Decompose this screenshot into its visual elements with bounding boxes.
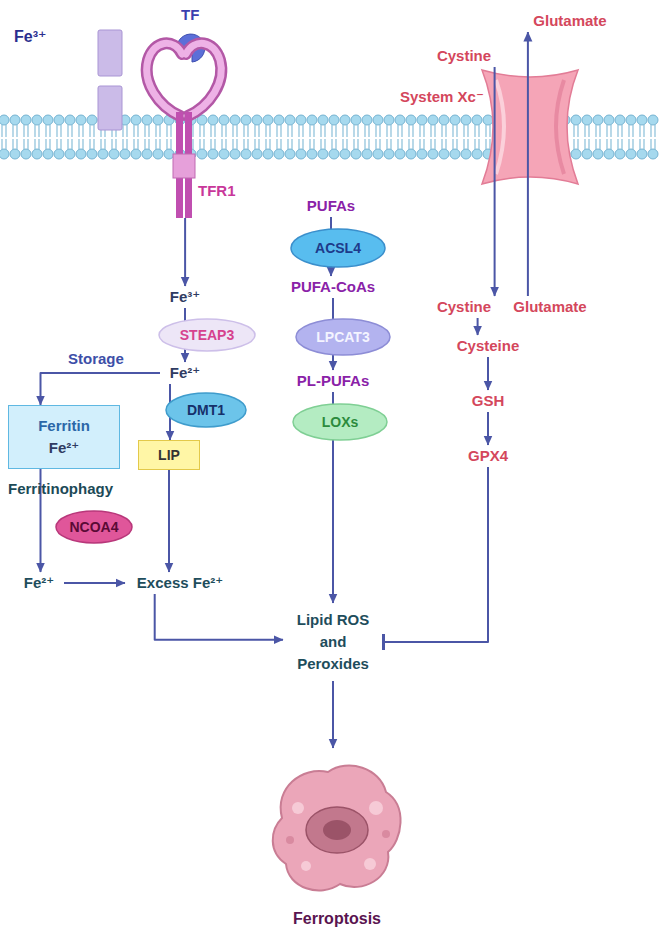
node-text: ACSL4 [315, 237, 361, 259]
iron-label: Fe²⁺ [14, 572, 64, 594]
enzyme-label: GPX4 [460, 445, 516, 467]
arrow-connector [332, 681, 334, 748]
amino-acid-label: Glutamate [524, 10, 616, 32]
arrow-connector [155, 594, 283, 640]
iron-label: Fe³⁺ [160, 286, 210, 308]
enzyme-ellipse: LOXs [292, 403, 388, 441]
node-text: GPX4 [468, 445, 508, 467]
node-text: Lipid ROS and Peroxides [292, 609, 374, 675]
arrow-connector [487, 412, 489, 445]
ros-label: Lipid ROS and Peroxides [283, 603, 383, 681]
edge-label: Storage [68, 348, 124, 370]
arrow-connector [487, 357, 489, 390]
node-text: Excess Fe²⁺ [137, 572, 223, 594]
arrow-connector [332, 392, 334, 603]
node-text: DMT1 [187, 399, 225, 421]
arrow-connector [330, 217, 332, 276]
arrow-connector [477, 318, 479, 335]
node-text: Fe³⁺ [170, 286, 200, 308]
node-text: LPCAT3 [316, 326, 369, 348]
node-text: Ferroptosis [262, 908, 412, 930]
node-text: Glutamate [533, 10, 606, 32]
node-text: Cysteine [457, 335, 520, 357]
lipid-label: PL-PUFAs [283, 370, 383, 392]
pool-box: LIP [138, 440, 200, 470]
amino-acid-label: Glutamate [504, 296, 596, 318]
edge-label: Ferritinophagy [8, 478, 113, 500]
receptor: TFR1 [140, 30, 250, 218]
iron-bar [98, 86, 122, 130]
metabolite-label: Cysteine [448, 335, 528, 357]
arrow-connector [64, 582, 125, 584]
arrow-connector [169, 384, 171, 440]
node-text: STEAP3 [180, 324, 234, 346]
node-text: LIP [158, 444, 180, 466]
node-text: Cystine [437, 296, 491, 318]
metabolite-label: GSH [462, 390, 514, 412]
iron-label: Fe³⁺ [14, 26, 46, 48]
lipid-label: PUFAs [296, 195, 366, 217]
iron-label: Fe²⁺ [160, 362, 210, 384]
iron-bar [98, 30, 122, 76]
arrow-connector [184, 218, 186, 286]
node-text: Fe²⁺ [170, 362, 200, 384]
arrow-connector [41, 373, 161, 405]
node-text: Glutamate [513, 296, 586, 318]
arrow-connector [527, 32, 529, 296]
arrow-connector [494, 67, 496, 296]
protein-label: TF [181, 4, 199, 26]
enzyme-ellipse: NCOA4 [55, 510, 133, 544]
amino-acid-label: Cystine [430, 296, 498, 318]
amino-acid-label: Cystine [430, 45, 498, 67]
node-text: TFR1 [198, 180, 236, 202]
inhibition-connector [383, 467, 488, 642]
arrow-connector [332, 298, 334, 370]
storage-box: FerritinFe²⁺ [8, 405, 120, 469]
enzyme-ellipse: LPCAT3 [295, 318, 391, 356]
iron-label: Excess Fe²⁺ [125, 572, 235, 594]
node-text: LOXs [322, 411, 359, 433]
node-text: PL-PUFAs [297, 370, 370, 392]
enzyme-ellipse: STEAP3 [158, 318, 256, 352]
node-text: Cystine [437, 45, 491, 67]
node-text: Fe²⁺ [24, 572, 54, 594]
lipid-label: PUFA-CoAs [278, 276, 388, 298]
arrow-connector [184, 308, 186, 362]
node-text: PUFA-CoAs [291, 276, 375, 298]
enzyme-ellipse: ACSL4 [290, 228, 386, 268]
ferroptosis-cell: Ferroptosis [262, 748, 412, 933]
node-text: System Xc⁻ [400, 86, 484, 108]
node-text: GSH [472, 390, 505, 412]
node-text: NCOA4 [69, 516, 118, 538]
node-text: PUFAs [307, 195, 355, 217]
node-text: Fe²⁺ [49, 437, 79, 459]
dying-cell [262, 748, 412, 908]
node-text: Ferritin [38, 415, 90, 437]
transporter-ellipse: DMT1 [165, 392, 247, 428]
arrow-connector [168, 470, 170, 572]
